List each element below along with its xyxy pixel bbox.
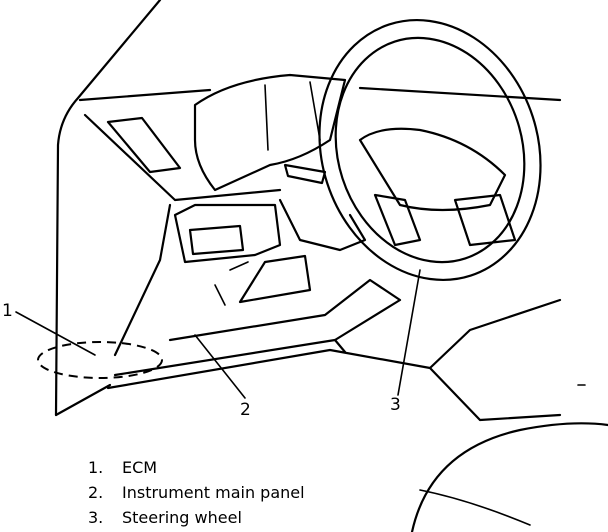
legend-number: 1. <box>88 458 104 477</box>
left-vent <box>106 116 182 174</box>
radio-slot <box>188 224 245 256</box>
tunnel <box>333 298 562 370</box>
knee-panel-seam <box>214 261 249 306</box>
column-cover <box>278 198 367 252</box>
steering-wheel-rim-outer <box>318 19 542 281</box>
floor-edge <box>106 348 562 422</box>
leader-line-2 <box>194 334 246 399</box>
steering-wheel-rim-inner <box>334 36 526 264</box>
callout-2: 2 <box>240 400 251 420</box>
seat-seam <box>419 489 531 526</box>
dashboard-upper-shelf <box>83 113 282 202</box>
leader-line-1 <box>15 311 96 356</box>
knee-panel <box>238 254 312 304</box>
legend-label: Instrument main panel <box>122 483 305 502</box>
ecm-location-dashed <box>37 341 163 379</box>
seat-cushion <box>410 422 608 532</box>
legend-label: ECM <box>122 458 158 477</box>
dashboard-top <box>78 86 562 102</box>
legend-item: 1. ECM <box>88 455 305 480</box>
legend-number: 3. <box>88 508 104 527</box>
legend-item: 2. Instrument main panel <box>88 480 305 505</box>
callout-1: 1 <box>2 301 13 321</box>
column-stalk <box>283 163 327 185</box>
callout-3: 3 <box>390 395 401 415</box>
parts-legend: 1. ECM 2. Instrument main panel 3. Steering… <box>88 455 305 530</box>
legend-item: 3. Steering wheel <box>88 505 305 530</box>
center-panel <box>173 203 282 264</box>
legend-label: Steering wheel <box>122 508 242 527</box>
legend-number: 2. <box>88 483 104 502</box>
steering-wheel-spoke-right <box>453 193 517 247</box>
a-pillar-line <box>54 0 162 417</box>
instrument-main-panel <box>113 278 402 377</box>
instrument-hood <box>193 73 347 192</box>
door-edge <box>54 383 112 417</box>
steering-wheel-spoke-left <box>373 193 422 247</box>
steering-wheel-hub <box>358 127 507 212</box>
hood-inner <box>264 81 321 151</box>
lower-dash-left <box>113 203 172 357</box>
leader-line-3 <box>397 269 421 396</box>
